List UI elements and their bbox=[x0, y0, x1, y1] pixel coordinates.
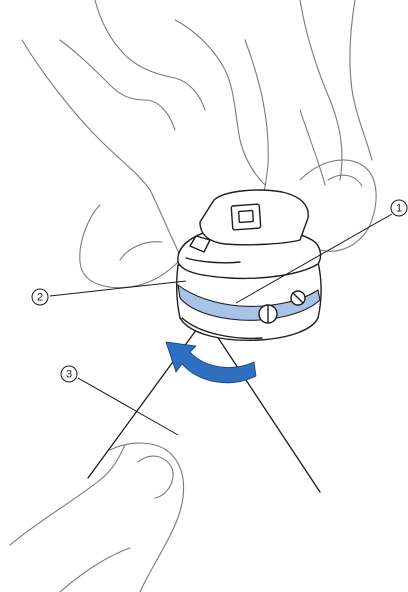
upper-hand-top-curve bbox=[175, 20, 265, 185]
callout-2-leader bbox=[50, 281, 186, 296]
upper-hand-knuckle-left bbox=[60, 40, 175, 130]
upper-hand-knuckle-mid bbox=[95, 0, 205, 110]
lower-hand-nail bbox=[138, 456, 173, 498]
callout-3-label: 3 bbox=[66, 369, 72, 381]
lower-hand-finger-outline bbox=[10, 445, 125, 545]
callout-2: 2 bbox=[32, 289, 48, 305]
upper-hand-right-finger-2 bbox=[300, 0, 342, 180]
thread-left-strand bbox=[88, 318, 205, 478]
upper-hand-thumb-nail bbox=[120, 242, 162, 260]
upper-hand-right-palm-edge bbox=[300, 110, 325, 185]
upper-hand-right-nail bbox=[328, 175, 362, 186]
lower-hand-fingertip bbox=[110, 443, 184, 592]
bobbin-case-latch-window-inner bbox=[239, 211, 254, 223]
thread bbox=[88, 318, 320, 492]
upper-hand-right-finger-3 bbox=[350, 0, 372, 160]
callout-1: 1 bbox=[391, 200, 407, 216]
thread-right-strand bbox=[205, 318, 320, 492]
curved-arrow-body bbox=[166, 342, 256, 383]
callout-3: 3 bbox=[61, 366, 77, 382]
upper-hand-left-outline bbox=[22, 40, 180, 255]
upper-hand-right-fingertip bbox=[300, 160, 376, 251]
curved-arrow-icon bbox=[166, 342, 256, 383]
callout-3-leader bbox=[78, 378, 178, 435]
callout-2-label: 2 bbox=[37, 292, 43, 304]
bobbin-case bbox=[177, 190, 321, 340]
lower-hand-lower-edge bbox=[60, 548, 130, 592]
callout-1-label: 1 bbox=[396, 203, 402, 215]
